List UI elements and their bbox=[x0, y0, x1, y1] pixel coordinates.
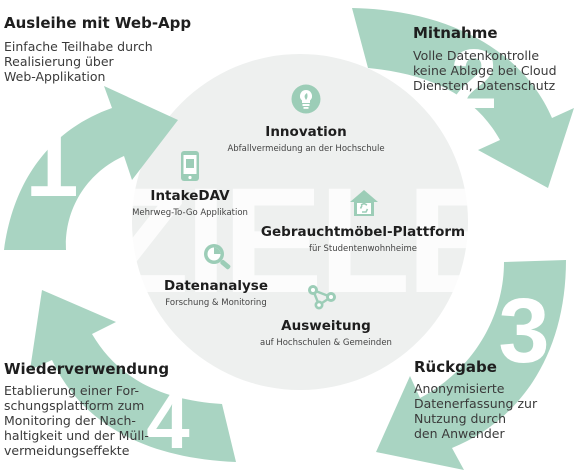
step-line: den Anwender bbox=[414, 426, 505, 441]
step-title: Mitnahme bbox=[413, 24, 498, 42]
step-line: Nutzung durch bbox=[414, 411, 507, 426]
step-line: Realisierung über bbox=[4, 54, 114, 69]
cycle-arrow-3 bbox=[376, 260, 566, 470]
step-wiederverwendung: Wiederverwendung Etablierung einer For- … bbox=[4, 360, 169, 458]
step-line: keine Ablage bei Cloud bbox=[413, 63, 557, 78]
step-line: Etablierung einer For- bbox=[4, 383, 140, 398]
cycle-arrow-2 bbox=[352, 8, 574, 188]
center-circle bbox=[132, 54, 468, 390]
goal-subtitle: für Studentenwohnheime bbox=[308, 244, 418, 254]
cycle-arrow-1 bbox=[4, 86, 178, 250]
goal-datenanalyse: Datenanalyse Forschung & Monitoring bbox=[86, 278, 346, 308]
center-word: ZIELE bbox=[97, 156, 502, 324]
goal-title: Innovation bbox=[265, 124, 347, 140]
house-recycle-icon bbox=[350, 190, 378, 216]
goal-intakedav: IntakeDAV Mehrweg-To-Go Applikation bbox=[60, 188, 320, 218]
goal-innovation: Innovation Abfallvermeidung an der Hochs… bbox=[176, 124, 436, 154]
step-line: Anonymisierte bbox=[414, 381, 505, 396]
step-line: Diensten, Datenschutz bbox=[413, 78, 556, 93]
step-line: Web-Applikation bbox=[4, 69, 106, 84]
step-number-2: 2 bbox=[451, 32, 498, 126]
step-number-4: 4 bbox=[146, 377, 189, 465]
step-rueckgabe: Rückgabe Anonymisierte Datenerfassung zu… bbox=[414, 358, 537, 441]
goal-title: Datenanalyse bbox=[164, 278, 268, 294]
goal-subtitle: Abfallvermeidung an der Hochschule bbox=[227, 144, 385, 154]
goal-subtitle: Forschung & Monitoring bbox=[165, 298, 267, 308]
step-line: vermeidungseffekte bbox=[4, 443, 130, 458]
goal-subtitle: auf Hochschulen & Gemeinden bbox=[260, 338, 392, 348]
step-line: Volle Datenkontrolle bbox=[413, 48, 540, 63]
magnifier-chart-icon bbox=[204, 244, 231, 270]
step-ausleihe: Ausleihe mit Web-App Einfache Teilhabe d… bbox=[4, 14, 191, 84]
goal-gebrauchtmoebel: Gebrauchtmöbel-Plattform für Studentenwo… bbox=[233, 224, 493, 254]
step-number-3: 3 bbox=[498, 280, 549, 382]
lightbulb-leaf-icon bbox=[291, 84, 321, 114]
step-line: Einfache Teilhabe durch bbox=[4, 39, 153, 54]
step-title: Ausleihe mit Web-App bbox=[4, 14, 192, 32]
cycle-arrow-4 bbox=[30, 290, 236, 462]
step-number-1: 1 bbox=[25, 110, 78, 217]
share-network-icon bbox=[308, 285, 336, 310]
smartphone-icon bbox=[181, 151, 199, 181]
goal-subtitle: Mehrweg-To-Go Applikation bbox=[132, 208, 248, 218]
step-title: Rückgabe bbox=[414, 358, 497, 376]
goal-title: IntakeDAV bbox=[150, 188, 230, 204]
goal-ausweitung: Ausweitung auf Hochschulen & Gemeinden bbox=[196, 318, 456, 348]
step-mitnahme: Mitnahme Volle Datenkontrolle keine Abla… bbox=[413, 24, 557, 93]
goal-title: Gebrauchtmöbel-Plattform bbox=[260, 224, 466, 240]
step-line: Datenerfassung zur bbox=[414, 396, 538, 411]
step-title: Wiederverwendung bbox=[4, 360, 170, 378]
goal-title: Ausweitung bbox=[281, 318, 371, 334]
step-line: haltigkeit und der Müll- bbox=[4, 428, 149, 443]
step-line: schungsplattform zum bbox=[4, 398, 145, 413]
step-line: Monitoring der Nach- bbox=[4, 413, 136, 428]
